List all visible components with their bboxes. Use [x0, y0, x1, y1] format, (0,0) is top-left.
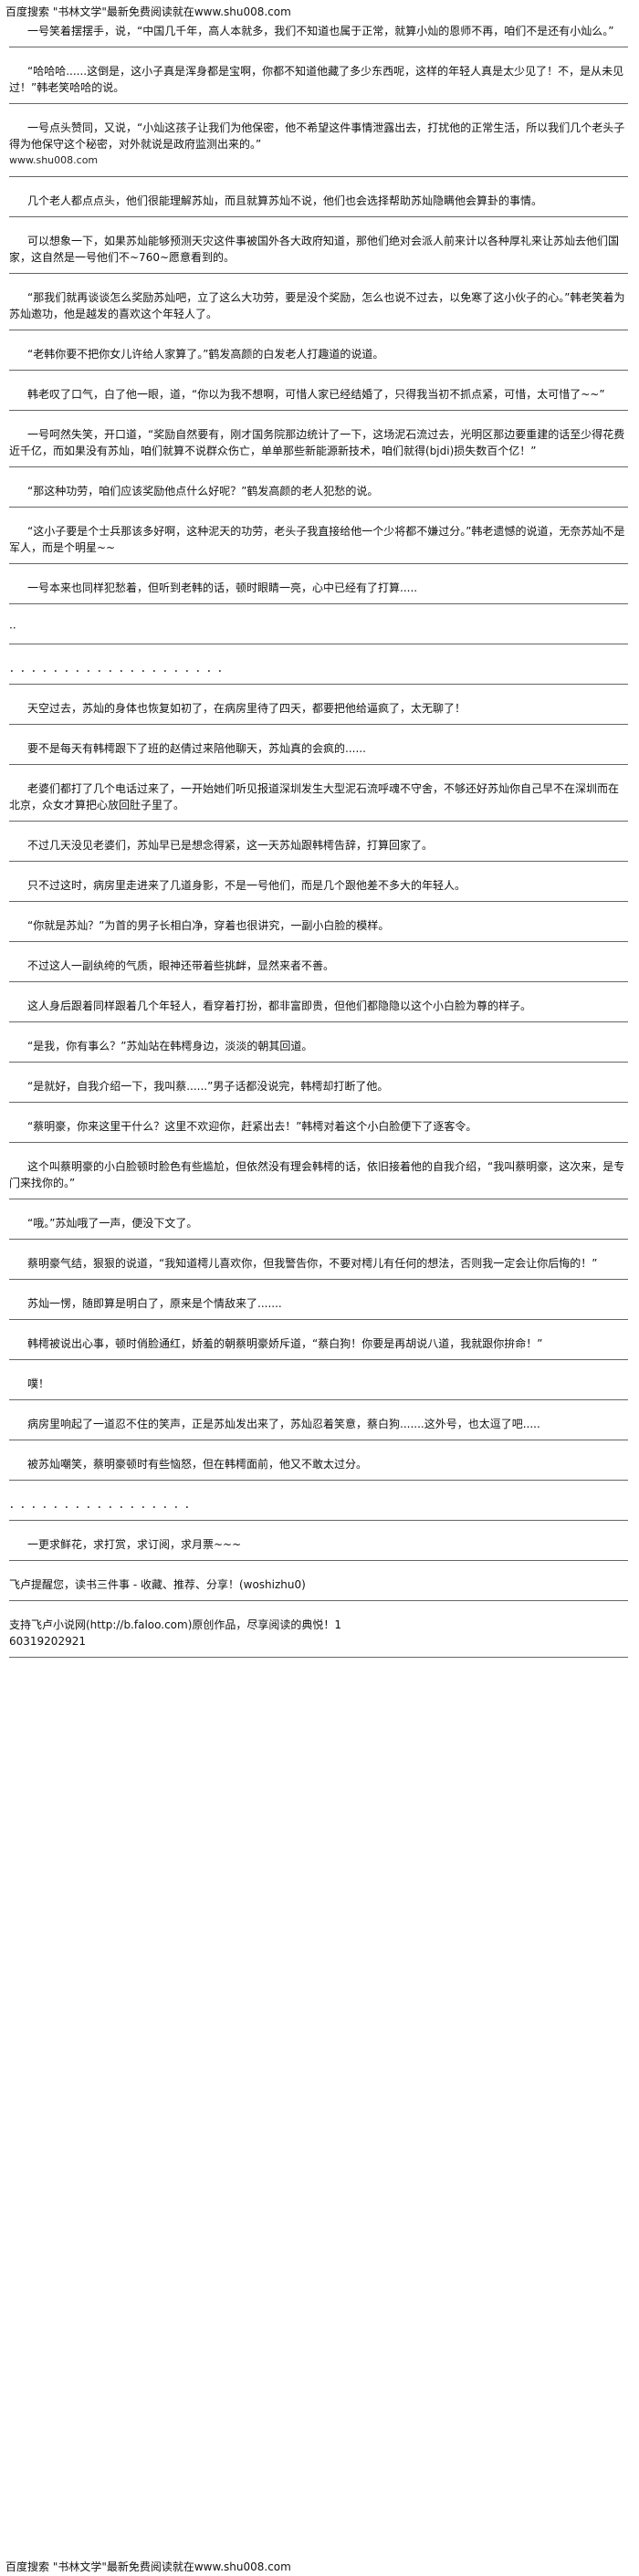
paragraph: 这人身后跟着同样跟着几个年轻人，看穿着打扮，都非富即贵，但他们都隐隐以这个小白脸… [9, 995, 628, 1022]
scene-break: ．．．．．．．．．．．．．．．．． [9, 1493, 628, 1521]
paragraph: “老韩你要不把你女儿许给人家算了。”鹤发高颜的白发老人打趣道的说道。 [9, 343, 628, 371]
paragraph-text: 一号点头赞同，又说，“小灿这孩子让我们为他保密，他不希望这件事情泄露出去，打扰他… [9, 121, 625, 151]
chapter-body: 一号笑着摆摆手，说，“中国几千年，高人本就多，我们不知道也属于正常，就算小灿的恩… [9, 20, 628, 1670]
paragraph: “那这种功劳，咱们应该奖励他点什么好呢？”鹤发高颜的老人犯愁的说。 [9, 480, 628, 508]
bottom-banner: 百度搜索 "书林文学"最新免费阅读就在www.shu008.com [5, 2560, 291, 2573]
paragraph: 韩樗被说出心事，顿时俏脸通红，娇羞的朝蔡明豪娇斥道，“蔡白狗！你要是再胡说八道，… [9, 1333, 628, 1360]
support-line[interactable]: 支持飞卢小说网(http://b.faloo.com)原创作品，尽享阅读的典悦！… [9, 1618, 342, 1631]
scene-break: ．．．．．．．．．．．．．．．．．．．． [9, 657, 628, 685]
paragraph: 被苏灿嘲笑，蔡明豪顿时有些恼怒，但在韩樗面前，他又不敢太过分。 [9, 1453, 628, 1481]
paragraph: “是我，你有事么？”苏灿站在韩樗身边，淡淡的朝其回道。 [9, 1035, 628, 1063]
inline-watermark: www.shu008.com [9, 154, 99, 166]
paragraph: 噗！ [9, 1373, 628, 1400]
paragraph: 只不过这时，病房里走进来了几道身影，不是一号他们，而是几个跟他差不多大的年轻人。 [9, 874, 628, 902]
paragraph: “那我们就再谈谈怎么奖励苏灿吧，立了这么大功劳，要是没个奖励，怎么也说不过去，以… [9, 287, 628, 330]
paragraph: 一号呵然失笑，开口道，“奖励自然要有，刚才国务院那边统计了一下，这场泥石流过去，… [9, 424, 628, 467]
paragraph: 这个叫蔡明豪的小白脸顿时脸色有些尴尬，但依然没有理会韩樗的话，依旧接着他的自我介… [9, 1156, 628, 1199]
paragraph: “你就是苏灿？”为首的男子长相白净，穿着也很讲究，一副小白脸的模样。 [9, 915, 628, 942]
paragraph: 不过几天没见老婆们，苏灿早已是想念得紧，这一天苏灿跟韩樗告辞，打算回家了。 [9, 834, 628, 862]
paragraph: 一号笑着摆摆手，说，“中国几千年，高人本就多，我们不知道也属于正常，就算小灿的恩… [9, 20, 628, 47]
paragraph: “哈哈哈......这倒是，这小子真是浑身都是宝啊，你都不知道他藏了多少东西呢，… [9, 60, 628, 104]
support-line-id: 60319202921 [9, 1635, 86, 1648]
top-banner: 百度搜索 "书林文学"最新免费阅读就在www.shu008.com [5, 5, 291, 18]
author-note: 一更求鲜花，求打赏，求订阅，求月票~~~ [9, 1534, 628, 1561]
support-link-text[interactable]: 支持飞卢小说网(http://b.faloo.com)原创作品，尽享阅读的典悦！… [9, 1614, 628, 1658]
paragraph: 一号本来也同样犯愁着，但听到老韩的话，顿时眼睛一亮，心中已经有了打算..... [9, 577, 628, 604]
paragraph: 苏灿一愣，随即算是明白了，原来是个情敌来了....... [9, 1293, 628, 1320]
paragraph: “这小子要是个士兵那该多好啊，这种泥天的功劳，老头子我直接给他一个少将都不嫌过分… [9, 520, 628, 564]
paragraph: 病房里响起了一道忍不住的笑声，正是苏灿发出来了，苏灿忍着笑意，蔡白狗......… [9, 1413, 628, 1440]
site-footer-notes: 飞卢提醒您，读书三件事 - 收藏、推荐、分享！(woshizhu0) 支持飞卢小… [9, 1574, 628, 1658]
paragraph: 老婆们都打了几个电话过来了，一开始她们听见报道深圳发生大型泥石流呼魂不守舍，不够… [9, 778, 628, 822]
separator-marks: ·· [9, 617, 628, 644]
paragraph: 韩老叹了口气，白了他一眼，道，“你以为我不想啊，可惜人家已经结婚了，只得我当初不… [9, 383, 628, 411]
paragraph: “是就好，自我介绍一下，我叫蔡......”男子话都没说完，韩樗却打断了他。 [9, 1075, 628, 1103]
paragraph: “蔡明豪，你来这里干什么？这里不欢迎你，赶紧出去！”韩樗对着这个小白脸便下了逐客… [9, 1115, 628, 1143]
reading-reminder: 飞卢提醒您，读书三件事 - 收藏、推荐、分享！(woshizhu0) [9, 1574, 628, 1601]
paragraph: 要不是每天有韩樗跟下了班的赵倩过来陪他聊天，苏灿真的会疯的...... [9, 738, 628, 765]
paragraph: “哦。”苏灿哦了一声，便没下文了。 [9, 1212, 628, 1240]
paragraph: 一号点头赞同，又说，“小灿这孩子让我们为他保密，他不希望这件事情泄露出去，打扰他… [9, 117, 628, 177]
paragraph: 不过这人一副纨绔的气质，眼神还带着些挑衅，显然来者不善。 [9, 955, 628, 982]
paragraph: 蔡明豪气结，狠狠的说道，“我知道樗儿喜欢你，但我警告你，不要对樗儿有任何的想法，… [9, 1252, 628, 1280]
paragraph: 可以想象一下，如果苏灿能够预测天灾这件事被国外各大政府知道，那他们绝对会派人前来… [9, 230, 628, 274]
paragraph: 几个老人都点点头，他们很能理解苏灿，而且就算苏灿不说，他们也会选择帮助苏灿隐瞒他… [9, 190, 628, 217]
paragraph: 天空过去，苏灿的身体也恢复如初了，在病房里待了四天，都要把他给逼疯了，太无聊了！ [9, 697, 628, 725]
